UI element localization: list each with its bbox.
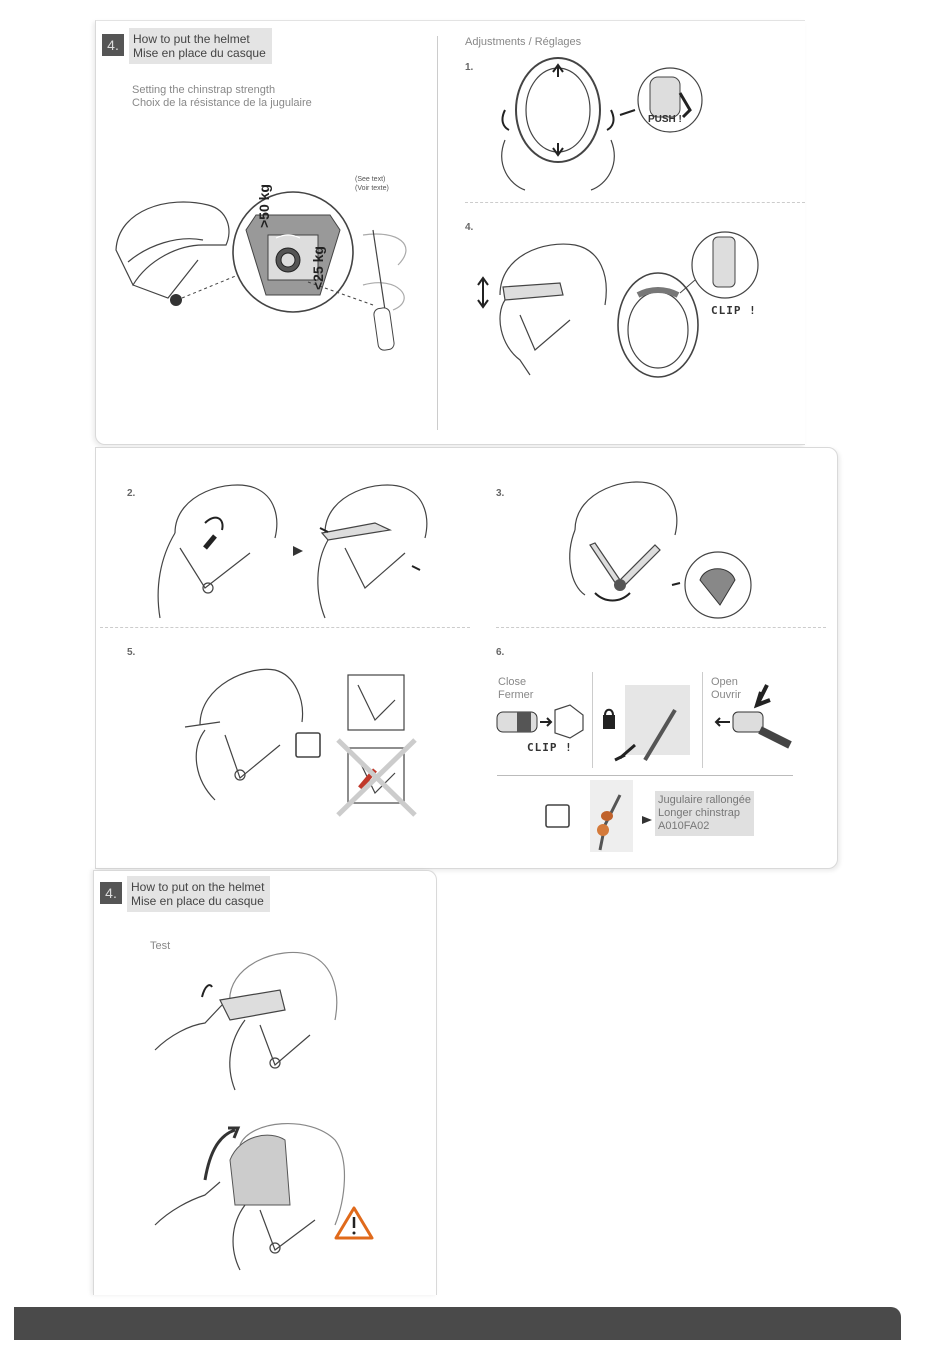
step-6-number: 6.	[496, 647, 505, 658]
step-4-illustration	[477, 231, 759, 378]
clip-label-step6: CLIP !	[527, 741, 573, 754]
chinstrap-dial-illustration	[115, 191, 407, 351]
dial-right-label: <25 kg	[310, 246, 326, 290]
longer-fr: Jugulaire rallongée	[658, 794, 751, 806]
step-4-number: 4.	[465, 222, 474, 233]
open-fr: Ouvrir	[711, 689, 741, 701]
chinstrap-subtitle: Setting the chinstrap strength Choix de …	[132, 84, 312, 110]
subtitle-fr: Choix de la résistance de la jugulaire	[132, 97, 312, 109]
see-text-fr: (Voir texte)	[355, 185, 389, 192]
test-illustration-2	[154, 1123, 374, 1271]
step-3-number: 3.	[496, 488, 505, 499]
open-en: Open	[711, 676, 738, 688]
test-illustration-1	[154, 951, 338, 1091]
title-fr-2: Mise en place du casque	[131, 894, 264, 908]
section-header: 4. How to put the helmet Mise en place d…	[102, 28, 272, 64]
open-label: Open Ouvrir	[711, 676, 741, 702]
step-5-number: 5.	[127, 647, 136, 658]
panel1-divider	[437, 36, 438, 430]
step6-divider-1	[592, 672, 593, 768]
section-title: How to put the helmet Mise en place du c…	[129, 28, 272, 64]
footer-bar	[14, 1307, 901, 1340]
row-divider-right	[496, 627, 826, 628]
longer-chinstrap-box: Jugulaire rallongée Longer chinstrap A01…	[655, 791, 754, 836]
step-1-number: 1.	[465, 62, 474, 73]
section-header-2: 4. How to put on the helmet Mise en plac…	[100, 876, 271, 912]
section-number: 4.	[102, 34, 124, 56]
adjustments-title: Adjustments / Réglages	[465, 36, 582, 48]
section-title-2: How to put on the helmet Mise en place d…	[127, 876, 271, 912]
title-en-2: How to put on the helmet	[131, 880, 265, 894]
step-1-divider	[465, 202, 805, 203]
close-label: Close Fermer	[498, 676, 533, 702]
longer-en: Longer chinstrap	[658, 807, 740, 819]
row-divider-left	[100, 627, 470, 628]
step-6-buckle-illustration	[496, 684, 792, 762]
section-number-2: 4.	[100, 882, 122, 904]
step-5-illustration	[184, 668, 417, 817]
see-text-en: (See text)	[355, 176, 386, 183]
close-en: Close	[498, 676, 527, 688]
dial-left-label: >50 kg	[256, 184, 272, 228]
title-en: How to put the helmet	[133, 32, 250, 46]
step-2-number: 2.	[127, 488, 136, 499]
setup-panel	[95, 20, 805, 445]
see-text-note: (See text) (Voir texte)	[355, 175, 389, 193]
close-fr: Fermer	[498, 689, 534, 701]
clip-label-step4: CLIP !	[711, 304, 757, 317]
push-label: PUSH !	[648, 114, 682, 125]
test-label: Test	[150, 940, 171, 952]
step-3-illustration	[569, 481, 752, 619]
step6-separator	[497, 775, 793, 776]
step-1-illustration	[501, 57, 703, 191]
subtitle-en: Setting the chinstrap strength	[132, 84, 276, 96]
longer-chinstrap-illustration	[545, 780, 652, 852]
step-2-illustration	[157, 484, 428, 619]
longer-ref: A010FA02	[658, 820, 710, 832]
step6-divider-2	[702, 672, 703, 768]
title-fr: Mise en place du casque	[133, 46, 266, 60]
